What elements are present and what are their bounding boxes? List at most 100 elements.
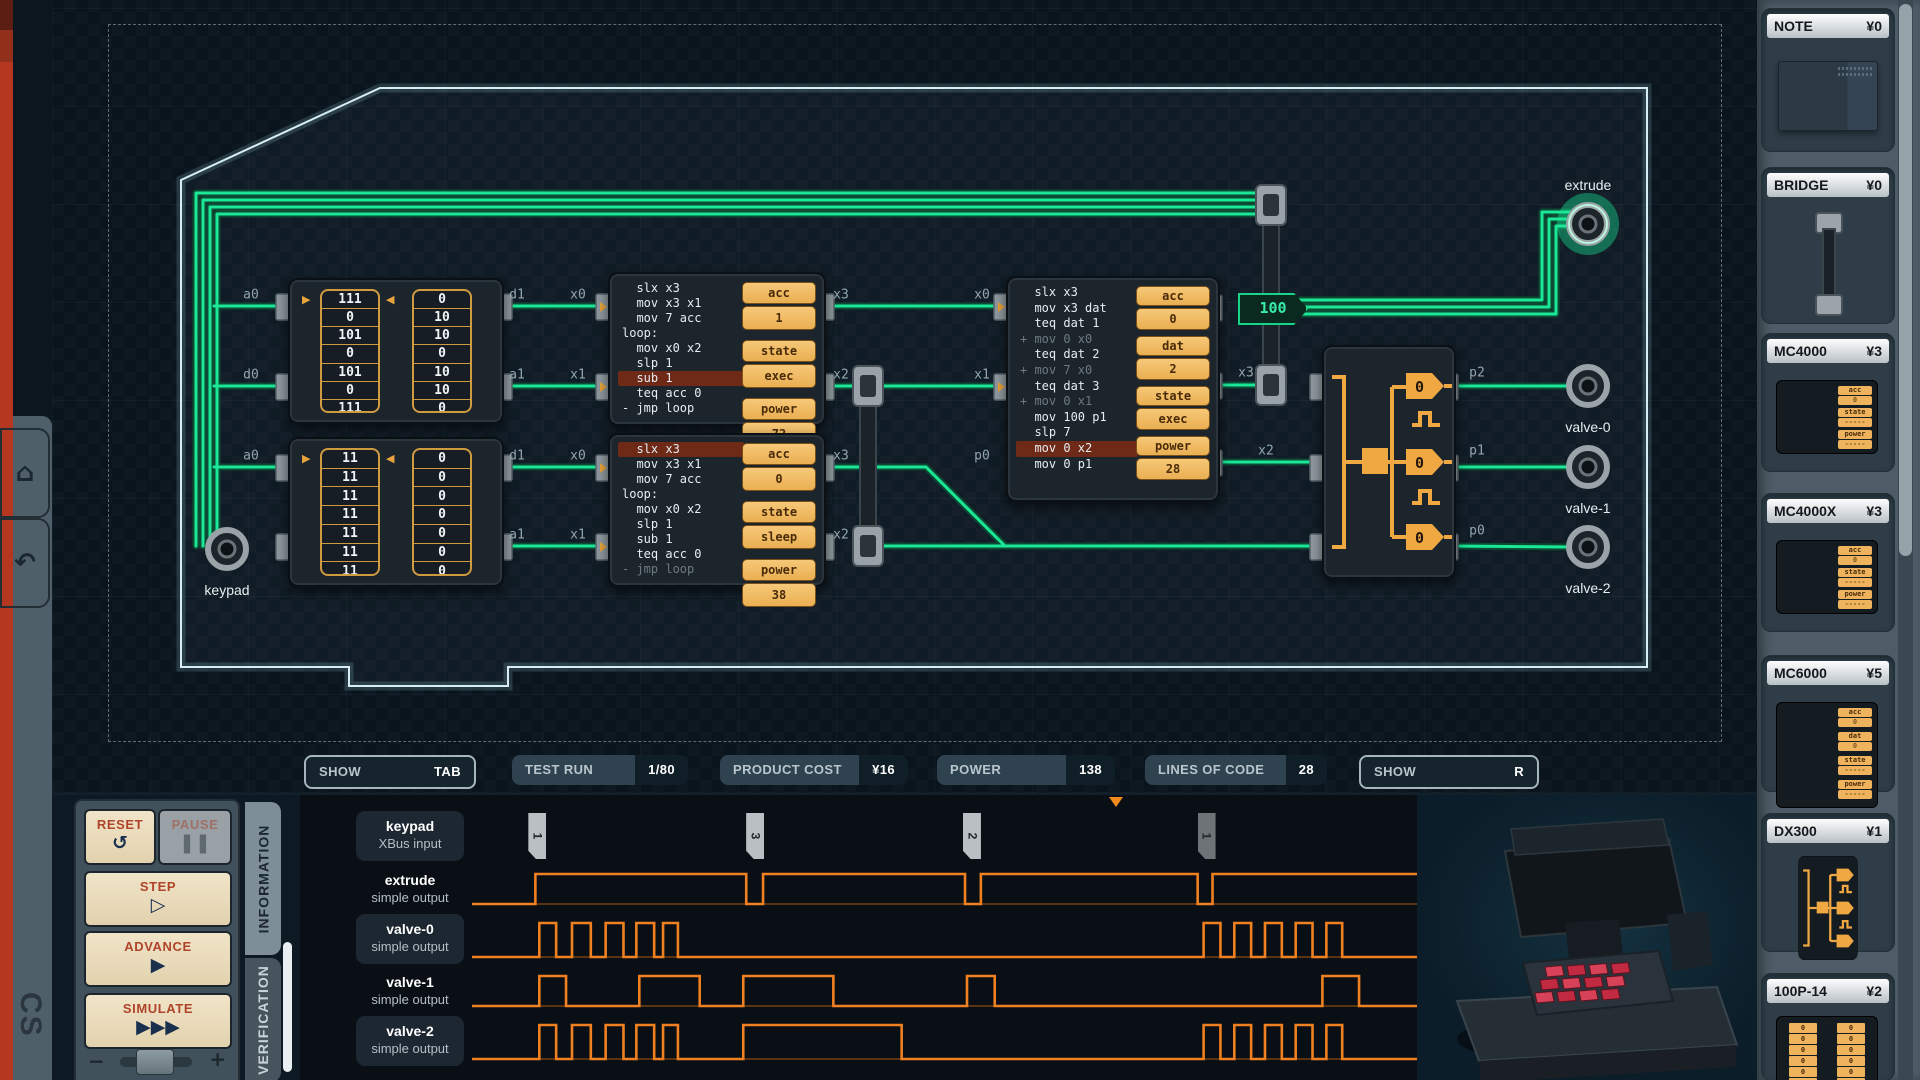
pin-label-x1: x1 [570,367,586,383]
signal-type: simple output [371,1041,449,1056]
code-line: sub 1 [622,532,673,546]
register-label: state [1136,386,1210,406]
show-wires-button[interactable]: SHOW WIRESTAB [304,755,476,789]
code-line: mov x3 x1 [622,296,702,310]
simulate-button[interactable]: SIMULATE▶▶▶ [84,993,232,1049]
code-line: mov x3 dat [1020,300,1107,315]
pause-button-icon: ❚❚ [179,832,211,854]
io-port-valve-1 [1566,445,1610,489]
part-price: ¥0 [1866,177,1882,193]
register-value: 0 [1136,308,1210,330]
advance-button[interactable]: ADVANCE▶ [84,931,232,987]
pin-label-x0: x0 [570,287,586,303]
sim-speed-plus[interactable]: + [209,1047,226,1071]
code-line: + mov 0 x1 [1020,394,1093,409]
code-line: mov 7 acc [622,311,702,325]
memory-cell: 0 [414,467,470,487]
memory-cell: 0 [322,308,378,326]
pin-label-a0: a0 [243,287,259,303]
sim-speed-minus[interactable]: − [88,1049,105,1073]
home-button[interactable]: ⌂ [0,428,50,518]
code-line: teq dat 3 [1020,378,1100,393]
code-line: mov x0 x2 [622,502,702,516]
product-3d-view [1417,795,1757,1080]
code-line: + mov 7 x0 [1020,362,1093,377]
timeline-cursor[interactable] [1108,797,1123,807]
pin-label-x3: x3 [1238,365,1254,381]
chip-mc6000[interactable]: slx x3 mov x3 dat teq dat 1+ mov 0 x0 te… [1006,276,1220,502]
memory-cell: 10 [414,380,470,399]
show-profiler-button[interactable]: SHOW PROFILERR [1359,755,1539,789]
undo-button[interactable]: ↶ [0,518,50,608]
code-line: loop: [622,487,659,501]
simulation-controls: RESET↺PAUSE❚❚ STEP▷ADVANCE▶ SIMULATE▶▶▶− + [74,799,240,1080]
xbus-value-flag: 3 [746,813,765,859]
xbus-value-tag: 100 [1238,293,1308,325]
code-line: teq dat 1 [1020,316,1100,331]
memory-cell: 101 [322,362,378,381]
part-card-bridge[interactable]: BRIDGE ¥0 [1761,167,1895,324]
part-name: MC4000X [1774,503,1837,519]
bridge-component-2[interactable] [859,385,877,547]
code-editor[interactable]: slx x3 mov x3 dat teq dat 1+ mov 0 x0 te… [1016,285,1138,472]
tab-verification[interactable]: VERIFICATION [245,958,281,1080]
part-card-note[interactable]: NOTE¥0 [1761,8,1895,152]
pause-button[interactable]: PAUSE❚❚ [158,809,232,865]
part-price: ¥0 [1866,18,1882,34]
register-value: 2 [1136,358,1210,380]
signal-name: valve-0 [386,921,434,937]
code-line: mov x3 x1 [622,457,702,471]
pin-label-x0: x0 [974,287,990,303]
io-label-valve-1: valve-1 [1565,500,1611,516]
power-usage-stat: POWER USAGE138 [937,755,1115,785]
part-card-dx300[interactable]: DX300¥1 [1761,813,1895,960]
sidebar-scrollbar-thumb[interactable] [1899,4,1912,556]
step-button[interactable]: STEP▷ [84,871,232,927]
code-line: mov 0 p1 [1020,456,1093,471]
sim-speed-thumb[interactable] [136,1049,174,1075]
register-label: power [742,398,816,420]
memory-cell: 11 [322,561,378,574]
tab-scrollbar[interactable] [283,942,292,1072]
register-value: 1 [742,306,816,330]
simulate-button-label: SIMULATE [122,1001,194,1016]
register-label: state [742,501,816,523]
pin-label-a1: a1 [509,367,525,383]
part-price: ¥2 [1866,983,1882,999]
memory-cell: 0 [414,561,470,574]
toolbar-value: 28 [1285,755,1327,785]
part-label-bar: MC6000¥5 [1767,661,1889,685]
memory-cell: 11 [342,451,358,467]
cs-logo: CS [14,992,47,1038]
memory-cell: 11 [322,505,378,524]
write-head-icon: ◀ [386,294,395,306]
memory-cell: 0 [414,344,470,362]
tab-information[interactable]: INFORMATION [245,802,281,955]
reset-button[interactable]: RESET↺ [84,809,156,865]
dx300-diagram: 000 [1332,373,1452,550]
part-name: BRIDGE [1774,177,1829,193]
signal-name: keypad [385,818,435,834]
part-card-100p-14[interactable]: 100P-14¥200000000000000 [1761,973,1895,1080]
